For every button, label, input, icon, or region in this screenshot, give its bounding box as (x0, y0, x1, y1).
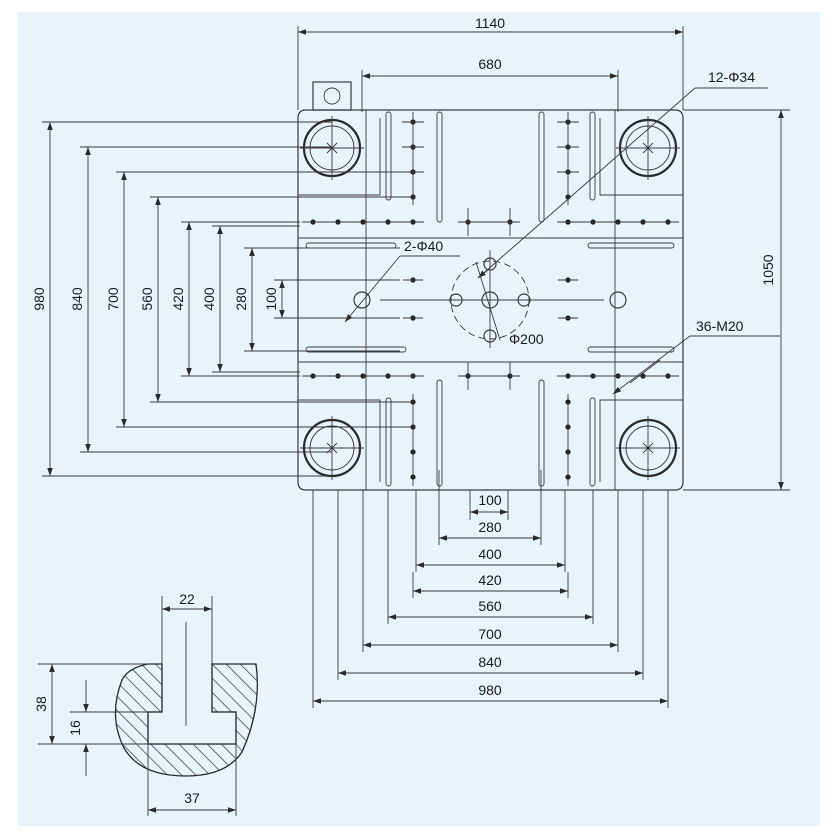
vdim-280: 280 (233, 287, 249, 311)
tapped-holes-label: 36-M20 (696, 318, 744, 334)
t-slot-hatched-body (114, 663, 259, 777)
center-hole-group (353, 250, 627, 348)
overall-width-label: 1140 (475, 15, 505, 31)
platen-slots (305, 111, 675, 487)
vdim-100: 100 (263, 287, 279, 311)
hdim-100: 100 (478, 492, 502, 508)
bottom-dimensions (312, 470, 669, 708)
vdim-560: 560 (139, 287, 155, 311)
hdim-980: 980 (478, 682, 502, 698)
hdim-280: 280 (478, 519, 502, 535)
platen-front-view: 1140 680 12-Φ34 2-Φ40 Φ200 36-M20 1050 (31, 15, 790, 708)
slot-depth-label: 16 (67, 720, 83, 736)
left-dimensions (42, 121, 413, 477)
platen-outline (297, 109, 684, 491)
hdim-840: 840 (478, 654, 502, 670)
total-depth-label: 38 (33, 696, 49, 712)
t-slot-detail: 22 38 16 37 (33, 591, 259, 816)
vdim-420: 420 (170, 287, 186, 311)
overall-height-label: 1050 (760, 254, 776, 285)
hdim-420: 420 (478, 572, 502, 588)
tie-bar-width-label: 680 (478, 56, 502, 72)
vdim-700: 700 (105, 287, 121, 311)
slot-width-label: 22 (179, 591, 195, 607)
ejector-holes-label: 2-Φ40 (404, 238, 443, 254)
hdim-560: 560 (478, 598, 502, 614)
vdim-400: 400 (201, 287, 217, 311)
hdim-700: 700 (478, 626, 502, 642)
vdim-840: 840 (69, 287, 85, 311)
top-lug (312, 81, 352, 111)
bottom-width-label: 37 (184, 790, 200, 806)
leader-lines (344, 87, 780, 395)
vdim-980: 980 (31, 287, 47, 311)
tie-bar-holes-label: 12-Φ34 (708, 69, 755, 85)
hdim-400: 400 (478, 546, 502, 562)
center-circle-label: Φ200 (509, 331, 544, 347)
